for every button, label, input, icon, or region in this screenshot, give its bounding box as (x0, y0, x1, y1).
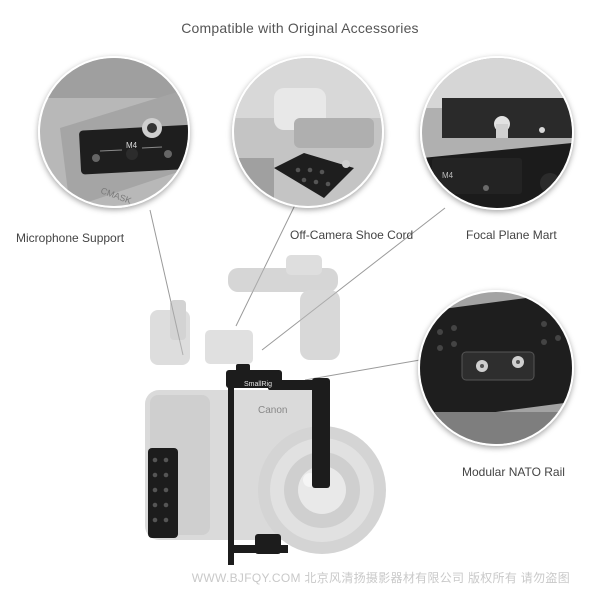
detail-circle-focal-plane: M4 (420, 56, 574, 210)
cage (148, 364, 330, 565)
watermark: WWW.BJFQY.COM 北京风清扬摄影器材有限公司 版权所有 请勿盗图 (191, 571, 570, 585)
detail-circle-nato-rail (418, 290, 574, 446)
page-title: Compatible with Original Accessories (181, 20, 419, 36)
leader-line-shoe-cord (235, 204, 296, 327)
mount-label-focal: M4 (442, 171, 454, 180)
leader-line-focal-plane (261, 207, 446, 351)
camera-brand-text: Canon (258, 405, 287, 416)
detail-circle-microphone: M4 CMASK (38, 56, 190, 208)
label-focal-plane-mart: Focal Plane Mart (466, 228, 557, 242)
camera-body (145, 255, 386, 554)
cage-brand-text: SmallRig (244, 381, 272, 388)
label-microphone-support: Microphone Support (16, 231, 125, 245)
mount-label-mic: M4 (126, 141, 138, 150)
detail-circle-shoe-cord (232, 56, 384, 208)
leader-line-nato-rail (304, 359, 421, 381)
label-off-camera-shoe-cord: Off-Camera Shoe Cord (290, 228, 414, 242)
label-modular-nato-rail: Modular NATO Rail (462, 465, 565, 479)
